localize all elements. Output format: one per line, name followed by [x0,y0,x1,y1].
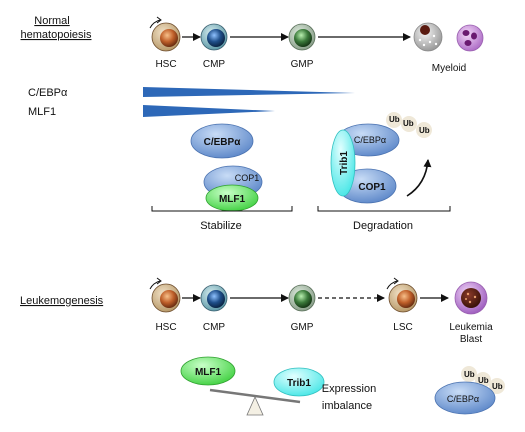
hsc-cell-icon [149,16,181,52]
ub-icon [416,122,432,138]
normal-cmp-label: CMP [203,59,226,70]
leuk-hsc-label: HSC [155,322,176,333]
balance-trib1-label: Trib1 [287,378,311,389]
leuk-cmp-cell-icon [200,284,228,312]
leukemogenesis-title: Leukemogenesis [20,295,104,307]
mlf1-gradient-wedge [143,105,275,117]
leuk-cebpa-oval [434,381,496,415]
normal-hsc-label: HSC [155,59,176,70]
stabilize-mlf1-label: MLF1 [219,194,246,205]
balance-mlf1-oval [180,356,236,386]
balance-mlf1-label: MLF1 [195,367,222,378]
degradation-ub-3: Ub [419,126,430,135]
normal-title-line1: Normal [34,15,69,27]
seesaw-beam [209,388,301,404]
leuk-cebpa-label: C/EBPα [447,394,479,404]
stabilize-label: Stabilize [200,220,242,232]
ub-icon [401,116,417,132]
cebpa-gradient-label: C/EBPα [28,87,68,99]
leukemia-blast-label-line1: Leukemia [449,322,493,333]
cebpa-gradient-wedge [143,87,355,97]
ub-icon [489,378,505,394]
normal-myeloid-label: Myeloid [432,63,466,74]
leuk-gmp-cell-icon [288,284,316,312]
imbalance-label-line2: imbalance [322,400,372,412]
gmp-cell-icon [288,23,316,51]
leukemia-blast-cell-icon [454,281,488,315]
lsc-cell-icon [386,277,418,313]
stabilize-cebpa-label: C/EBPα [204,137,242,148]
normal-title-line2: hematopoiesis [21,29,92,41]
leuk-cmp-label: CMP [203,322,226,333]
cmp-cell-icon [200,23,228,51]
neutrophil-cell-icon [456,24,484,52]
leuk-hsc-cell-icon [149,277,181,313]
ub-icon [386,112,402,128]
degradation-bracket [317,206,451,212]
leuk-ub-3: Ub [492,382,503,391]
seesaw-fulcrum-icon [246,396,264,416]
mlf1-gradient-label: MLF1 [28,106,56,118]
stabilize-cebpa-oval [190,123,254,159]
leuk-ub-1: Ub [464,370,475,379]
leuk-lsc-label: LSC [393,322,412,333]
degradation-trib1-label: Trib1 [339,151,350,175]
stabilize-cop1-label: COP1 [235,173,260,183]
degradation-label: Degradation [353,220,413,232]
degradation-cebpa-label: C/EBPα [354,135,386,145]
degradation-cop1-label: COP1 [358,182,386,193]
degradation-trib1-oval [330,129,356,197]
ub-icon [461,366,477,382]
leuk-gmp-label: GMP [291,322,314,333]
degradation-ub-1: Ub [389,115,400,124]
normal-gmp-label: GMP [291,59,314,70]
granulocyte-cell-icon [413,22,443,52]
leukemia-blast-label-line2: Blast [460,334,482,345]
degradation-curved-arrow [406,159,432,197]
imbalance-label-line1: Expression [322,383,376,395]
leuk-ub-2: Ub [478,376,489,385]
degradation-ub-2: Ub [403,119,414,128]
balance-trib1-oval [273,367,325,397]
stabilize-bracket [151,206,293,212]
